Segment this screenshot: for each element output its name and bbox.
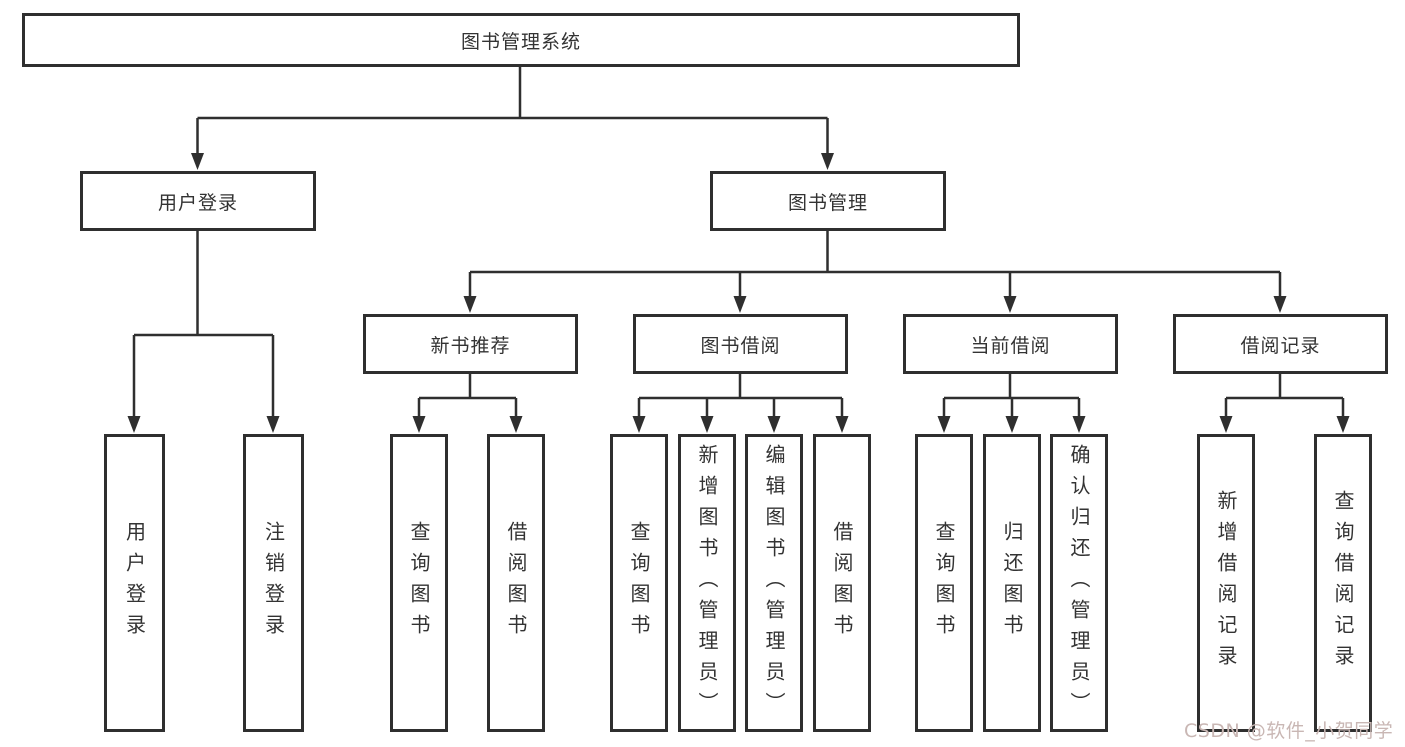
leaf-label: 归还图书 <box>1000 521 1024 645</box>
leaf-label: 查询图书 <box>407 521 431 645</box>
leaf-label: 借阅图书 <box>504 521 528 645</box>
leaf-user-login: 用户登录 <box>104 434 165 732</box>
leaf-records-add-borrow-record: 新增借阅记录 <box>1197 434 1255 732</box>
leaf-records-query-borrow-record: 查询借阅记录 <box>1314 434 1372 732</box>
leaf-newbook-borrow-books: 借阅图书 <box>487 434 545 732</box>
leaf-label: 新增图书（管理员） <box>695 443 719 723</box>
watermark: CSDN @软件_小贺同学 <box>1184 720 1394 742</box>
leaf-label: 借阅图书 <box>830 521 854 645</box>
leaf-label: 注销登录 <box>261 521 286 645</box>
node-book-borrowing: 图书借阅 <box>633 314 848 374</box>
node-user-login: 用户登录 <box>80 171 316 231</box>
node-library-management-system: 图书管理系统 <box>22 13 1020 67</box>
node-new-book-recommendation: 新书推荐 <box>363 314 578 374</box>
leaf-label: 用户登录 <box>122 521 147 645</box>
leaf-newbook-query-books: 查询图书 <box>390 434 448 732</box>
leaf-label: 查询图书 <box>932 521 956 645</box>
leaf-borrowing-add-books-admin: 新增图书（管理员） <box>678 434 736 732</box>
leaf-borrowing-edit-books-admin: 编辑图书（管理员） <box>745 434 803 732</box>
leaf-current-confirm-return-admin: 确认归还（管理员） <box>1050 434 1108 732</box>
leaf-label: 查询图书 <box>627 521 651 645</box>
leaf-label: 新增借阅记录 <box>1214 490 1238 676</box>
leaf-label: 查询借阅记录 <box>1331 490 1355 676</box>
node-borrowing-records: 借阅记录 <box>1173 314 1388 374</box>
leaf-logout: 注销登录 <box>243 434 304 732</box>
leaf-current-return-books: 归还图书 <box>983 434 1041 732</box>
leaf-current-query-books: 查询图书 <box>915 434 973 732</box>
leaf-borrowing-borrow-books: 借阅图书 <box>813 434 871 732</box>
node-book-management: 图书管理 <box>710 171 946 231</box>
leaf-label: 编辑图书（管理员） <box>762 443 786 723</box>
node-current-borrowing: 当前借阅 <box>903 314 1118 374</box>
leaf-borrowing-query-books: 查询图书 <box>610 434 668 732</box>
leaf-label: 确认归还（管理员） <box>1067 443 1091 723</box>
